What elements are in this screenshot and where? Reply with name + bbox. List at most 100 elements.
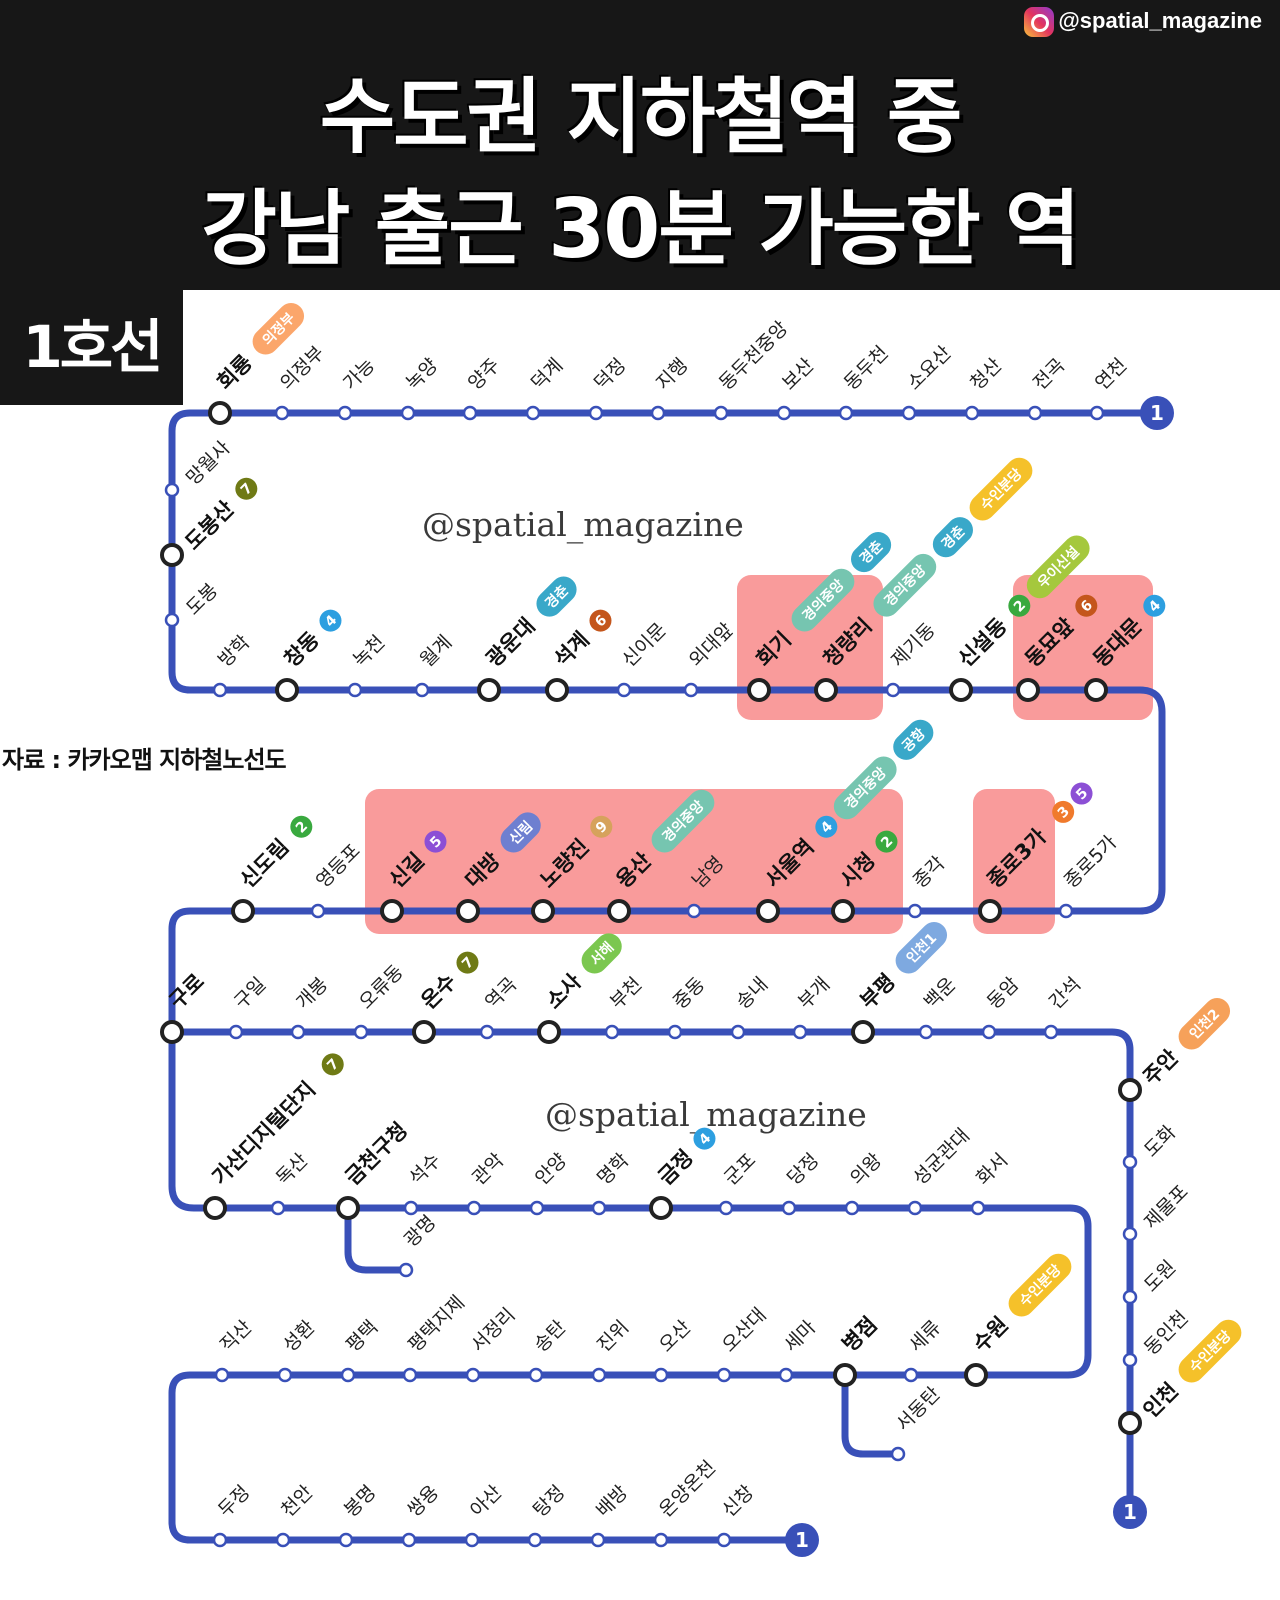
station-구일[interactable]: 구일: [228, 973, 270, 1040]
station-쌍용[interactable]: 쌍용: [401, 1481, 443, 1548]
station-방학[interactable]: 방학: [212, 631, 254, 698]
station-금정[interactable]: 금정4: [649, 1122, 721, 1220]
station-marker: [1027, 405, 1043, 421]
station-세마[interactable]: 세마: [778, 1316, 820, 1383]
station-녹양[interactable]: 녹양: [400, 354, 442, 421]
station-종각[interactable]: 종각: [907, 852, 949, 919]
station-소요산[interactable]: 소요산: [901, 342, 956, 421]
station-오산[interactable]: 오산: [653, 1316, 695, 1383]
station-전곡[interactable]: 전곡: [1027, 354, 1069, 421]
station-서동탄[interactable]: 서동탄: [890, 1383, 945, 1462]
station-보산[interactable]: 보산: [776, 354, 818, 421]
station-금천구청[interactable]: 금천구청: [336, 1118, 412, 1220]
station-월계[interactable]: 월계: [414, 631, 456, 698]
station-역곡[interactable]: 역곡: [479, 973, 521, 1040]
station-당정[interactable]: 당정: [781, 1149, 823, 1216]
station-배방[interactable]: 배방: [590, 1481, 632, 1548]
station-성균관대[interactable]: 성균관대: [907, 1125, 974, 1216]
station-망월사[interactable]: 망월사: [164, 437, 235, 498]
station-제기동[interactable]: 제기동: [885, 619, 940, 698]
station-영등포[interactable]: 영등포: [310, 840, 365, 919]
handle-text: @spatial_magazine: [1058, 7, 1262, 33]
transfer-station-marker: [1016, 678, 1040, 702]
station-천안[interactable]: 천안: [275, 1481, 317, 1548]
station-아산[interactable]: 아산: [464, 1481, 506, 1548]
station-송내[interactable]: 송내: [730, 973, 772, 1040]
station-동두천중앙[interactable]: 동두천중앙: [713, 317, 792, 421]
station-부개[interactable]: 부개: [792, 973, 834, 1040]
station-온양온천[interactable]: 온양온천: [653, 1457, 720, 1548]
station-연천[interactable]: 연천: [1089, 354, 1131, 421]
station-온수[interactable]: 온수7: [412, 946, 484, 1044]
terminal-number: 1: [795, 1528, 809, 1552]
station-진위[interactable]: 진위: [591, 1316, 633, 1383]
station-label-group: 덕계: [527, 354, 567, 394]
station-안양[interactable]: 안양: [529, 1149, 571, 1216]
station-광명[interactable]: 광명: [398, 1211, 440, 1278]
transfer-station-marker: [833, 1363, 857, 1387]
station-군포[interactable]: 군포: [718, 1149, 760, 1216]
station-외대앞[interactable]: 외대앞: [683, 619, 738, 698]
station-백운[interactable]: 백운: [918, 973, 960, 1040]
station-개봉[interactable]: 개봉: [290, 973, 332, 1040]
station-서정리[interactable]: 서정리: [465, 1304, 520, 1383]
station-오산대[interactable]: 오산대: [716, 1304, 771, 1383]
station-가능[interactable]: 가능: [337, 354, 379, 421]
station-명학[interactable]: 명학: [591, 1149, 633, 1216]
station-의왕[interactable]: 의왕: [844, 1149, 886, 1216]
station-성환[interactable]: 성환: [277, 1316, 319, 1383]
station-동암[interactable]: 동암: [981, 973, 1023, 1040]
station-화서[interactable]: 화서: [970, 1149, 1012, 1216]
station-두정[interactable]: 두정: [212, 1481, 254, 1548]
station-덕정[interactable]: 덕정: [588, 354, 630, 421]
station-지행[interactable]: 지행: [650, 354, 692, 421]
terminal-circle: [785, 1523, 819, 1557]
station-탕정[interactable]: 탕정: [527, 1481, 569, 1548]
station-청산[interactable]: 청산: [964, 354, 1006, 421]
station-평택[interactable]: 평택: [340, 1316, 382, 1383]
station-부천[interactable]: 부천: [604, 973, 646, 1040]
station-관악[interactable]: 관악: [466, 1149, 508, 1216]
station-marker: [1122, 1154, 1138, 1170]
station-label-group: 종로5가: [1060, 831, 1121, 892]
station-동인천[interactable]: 동인천: [1122, 1307, 1193, 1368]
station-label-group: 직산: [216, 1316, 256, 1356]
station-신창[interactable]: 신창: [716, 1481, 758, 1548]
line-tag: 1호선: [0, 290, 183, 405]
station-석수[interactable]: 석수: [403, 1149, 445, 1216]
station-평택지제[interactable]: 평택지제: [402, 1292, 469, 1383]
station-간석[interactable]: 간석: [1043, 973, 1085, 1040]
station-중동[interactable]: 중동: [667, 973, 709, 1040]
station-marker: [1122, 1352, 1138, 1368]
station-양주[interactable]: 양주: [462, 354, 504, 421]
station-오류동[interactable]: 오류동: [353, 961, 408, 1040]
station-종로5가[interactable]: 종로5가: [1058, 831, 1121, 919]
station-marker: [212, 1532, 228, 1548]
station-name: 의왕: [846, 1149, 886, 1189]
station-의정부[interactable]: 의정부: [274, 342, 329, 421]
terminal-number: 1: [1123, 1500, 1137, 1524]
station-독산[interactable]: 독산: [270, 1149, 312, 1216]
station-신이문[interactable]: 신이문: [616, 619, 671, 698]
line1-terminal-marker: 1: [1113, 1495, 1147, 1529]
station-제물포[interactable]: 제물포: [1122, 1181, 1193, 1242]
station-덕계[interactable]: 덕계: [525, 354, 567, 421]
station-석계[interactable]: 석계6: [545, 604, 617, 702]
station-세류[interactable]: 세류: [903, 1316, 945, 1383]
station-label-group: 온수7: [417, 951, 479, 1014]
station-창동[interactable]: 창동4: [275, 604, 347, 702]
station-직산[interactable]: 직산: [214, 1316, 256, 1383]
station-녹천[interactable]: 녹천: [347, 631, 389, 698]
station-동두천[interactable]: 동두천: [838, 342, 893, 421]
station-봉명[interactable]: 봉명: [338, 1481, 380, 1548]
terminal-circle: [1140, 396, 1174, 430]
station-name: 안양: [531, 1149, 571, 1189]
station-송탄[interactable]: 송탄: [528, 1316, 570, 1383]
